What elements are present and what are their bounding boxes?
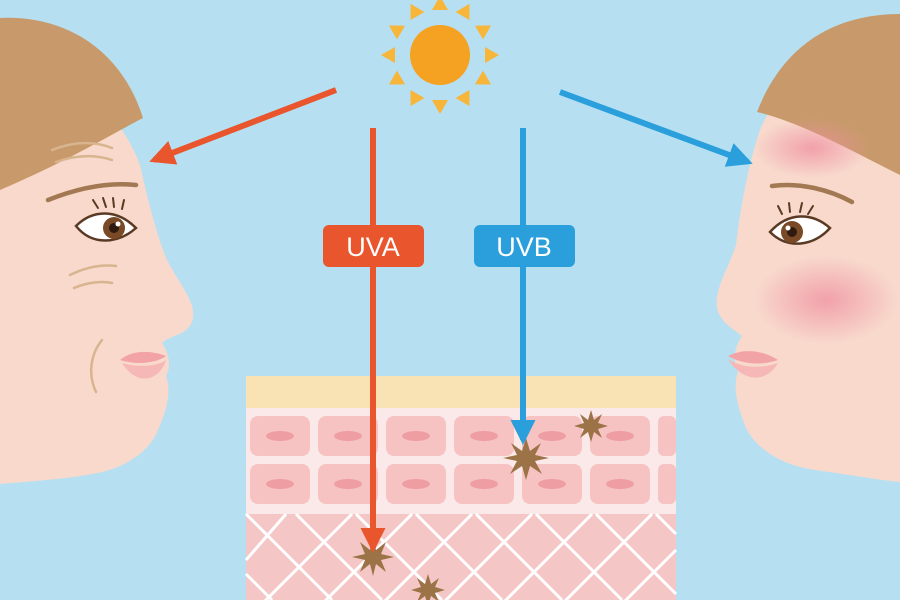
- damage-spot-icon: [411, 574, 445, 600]
- left-face-aged: [0, 17, 194, 484]
- left-face-skin: [0, 70, 194, 484]
- right-upper-lip: [728, 351, 778, 364]
- uvb-label: UVB: [474, 225, 575, 267]
- eye-highlight: [115, 221, 121, 227]
- sun-core: [410, 25, 470, 85]
- cell-nucleus: [334, 479, 362, 489]
- wrinkle-line: [68, 264, 118, 277]
- left-eyebrow: [45, 182, 139, 203]
- cell-nucleus: [402, 479, 430, 489]
- cell-nucleus: [266, 479, 294, 489]
- skin-cell: [658, 464, 676, 504]
- skin-cross-section: [244, 376, 678, 600]
- uva-label-box: [323, 225, 424, 267]
- cell-nucleus: [538, 431, 566, 441]
- right-eyelashes: [777, 202, 814, 215]
- damage-spot-icon: [574, 410, 608, 442]
- cell-nucleus: [266, 431, 294, 441]
- uva-label-text: UVA: [346, 232, 400, 262]
- eye-highlight: [785, 225, 791, 231]
- cell-nucleus: [606, 479, 634, 489]
- cell-nucleus: [334, 431, 362, 441]
- uvb-arrow-to-face: [558, 89, 753, 167]
- cell-nucleus: [470, 479, 498, 489]
- sun-rays: [381, 0, 499, 114]
- forehead-redness: [754, 118, 870, 178]
- uvb-rays: [510, 89, 753, 446]
- left-lower-lip: [122, 360, 166, 379]
- right-face-sunburned: [716, 14, 900, 482]
- sun-icon: [381, 0, 499, 114]
- right-eyebrow: [769, 182, 855, 205]
- cell-nucleus: [470, 431, 498, 441]
- epidermis-top-layer: [246, 376, 676, 408]
- cell-nucleus: [402, 431, 430, 441]
- wrinkle-line: [50, 141, 114, 152]
- collagen-lattice: [244, 512, 678, 600]
- wrinkle-line: [54, 154, 114, 164]
- right-lower-lip: [728, 359, 778, 378]
- skin-cell: [658, 416, 676, 456]
- left-face-hair: [0, 17, 143, 190]
- cell-nucleus: [538, 479, 566, 489]
- uvb-label-text: UVB: [496, 232, 552, 262]
- uvb-label-box: [474, 225, 575, 267]
- left-eyelashes: [92, 197, 125, 210]
- uva-label: UVA: [323, 225, 424, 267]
- uva-arrow-to-face: [149, 87, 338, 165]
- cell-layer: [250, 416, 676, 504]
- right-face-hair: [757, 14, 900, 175]
- uva-rays: [149, 87, 386, 554]
- damage-spot-icon: [503, 438, 549, 480]
- wrinkle-line: [72, 280, 114, 290]
- smile-line: [89, 338, 104, 394]
- left-upper-lip: [120, 351, 166, 363]
- cell-nucleus: [606, 431, 634, 441]
- cheek-redness: [754, 256, 898, 344]
